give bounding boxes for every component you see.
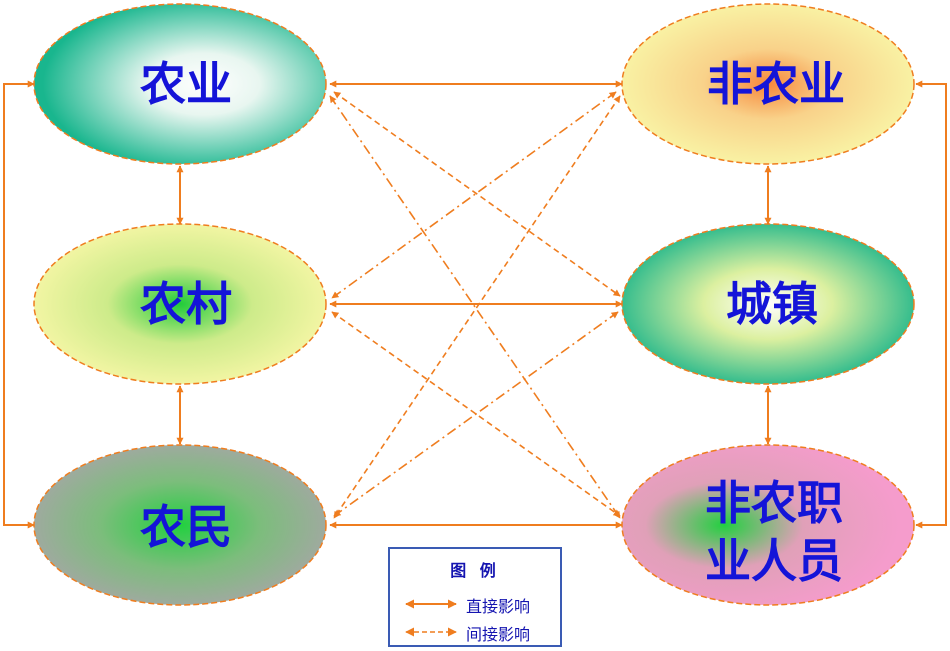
- legend-direct-label: 直接影响: [466, 597, 531, 616]
- legend-title: 图 例: [450, 561, 500, 580]
- node-town-label: 城镇: [726, 277, 818, 331]
- node-farmers-label: 农民: [140, 500, 232, 554]
- arrow-agri-farmer-outer: [3, 80, 35, 529]
- arrow-nonagri-worker-outer: [915, 80, 947, 529]
- node-countryside-label: 农村: [140, 277, 232, 331]
- node-non-farm-workers: 非农职 业人员: [621, 444, 915, 606]
- node-town: 城镇: [621, 223, 915, 385]
- node-countryside: 农村: [33, 223, 327, 385]
- node-agriculture: 农业: [33, 3, 327, 165]
- node-non-farm-workers-label-line2: 业人员: [705, 534, 843, 588]
- node-agriculture-label: 农业: [140, 57, 232, 111]
- legend-indirect-label: 间接影响: [466, 625, 531, 644]
- dash-agri-worker: [329, 95, 621, 519]
- node-non-agriculture: 非农业: [621, 3, 915, 165]
- legend-direct-arrow-icon: [405, 599, 457, 609]
- legend-direct: 直接影响: [402, 593, 562, 616]
- dash-nonagri-village: [331, 91, 617, 299]
- node-farmers: 农民: [33, 444, 327, 606]
- dash-town-farmer: [333, 311, 619, 517]
- node-non-farm-workers-label-line1: 非农职: [705, 476, 843, 530]
- indirect-connections: [329, 91, 621, 519]
- legend: 图 例 直接影响 间接影响: [388, 547, 562, 647]
- legend-indirect: 间接影响: [402, 621, 562, 644]
- legend-indirect-arrow-icon: [405, 627, 457, 637]
- node-non-agriculture-label: 非农业: [707, 57, 845, 111]
